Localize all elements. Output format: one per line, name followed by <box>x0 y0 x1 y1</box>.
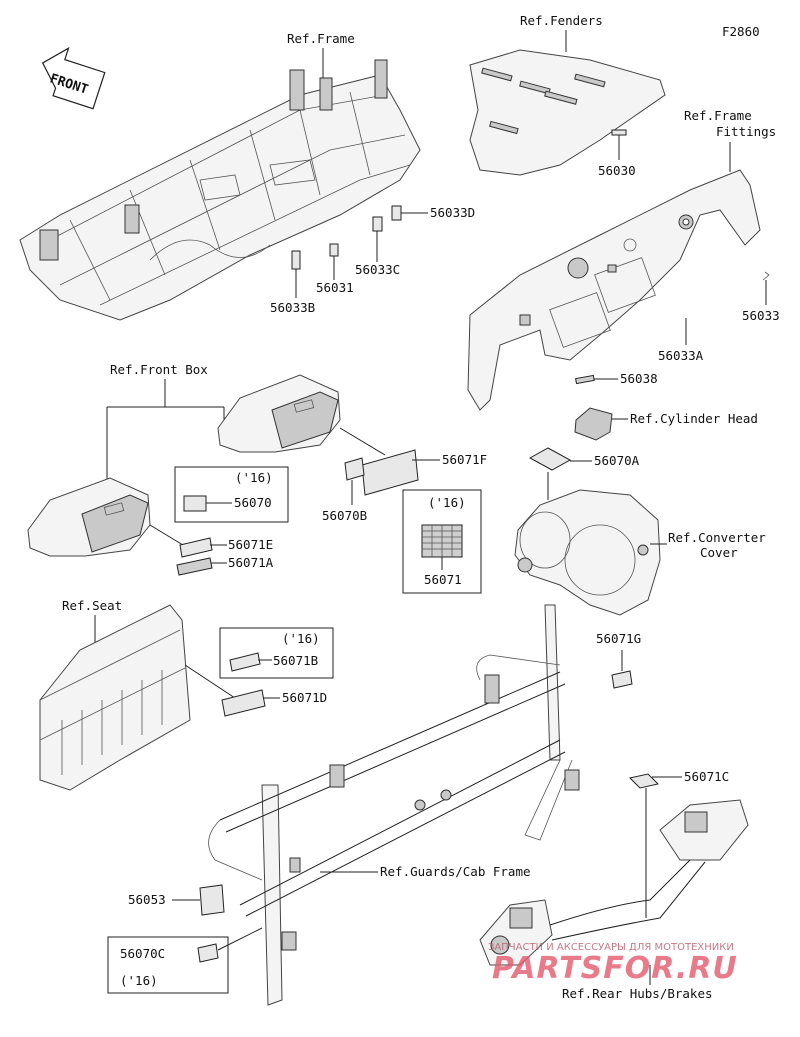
part-56071C: 56071C <box>684 769 729 784</box>
part-56053: 56053 <box>128 892 166 907</box>
decal-56053 <box>199 884 225 916</box>
part-56071E: 56071E <box>228 537 273 552</box>
decal-56070 <box>183 495 207 512</box>
year-note-56071B: ('16) <box>282 631 320 646</box>
converter-cover-illustration <box>514 489 661 616</box>
ref-rear-hubs-brakes-label: Ref.Rear Hubs/Brakes <box>562 986 713 1001</box>
decal-56071D <box>221 689 266 717</box>
frame-illustration <box>19 59 421 321</box>
cylinder-head-illustration <box>574 407 613 441</box>
ref-frame-fittings-label-1: Ref.Frame <box>684 108 752 123</box>
year-note-56070C: ('16) <box>120 973 158 988</box>
ref-frame-label: Ref.Frame <box>287 31 355 46</box>
front-arrow-icon: FRONT <box>41 46 106 110</box>
watermark-logo: PARTSFOR.RU <box>492 951 738 986</box>
part-56071G: 56071G <box>596 631 641 646</box>
ref-cylinder-head-label: Ref.Cylinder Head <box>630 411 758 426</box>
front-box-lower-illustration <box>27 477 151 557</box>
guards-cab-frame-illustration <box>208 604 580 1006</box>
decal-56033B <box>291 250 301 270</box>
part-56070: 56070 <box>234 495 272 510</box>
frame-fittings-illustration <box>467 169 761 411</box>
ref-frame-fittings-label-2: Fittings <box>716 124 776 139</box>
part-56070B: 56070B <box>322 508 367 523</box>
decal-56071C <box>629 773 659 789</box>
decal-56038 <box>575 374 595 385</box>
decal-56030 <box>611 129 627 136</box>
ref-fenders-label: Ref.Fenders <box>520 13 603 28</box>
part-56070C: 56070C <box>120 946 165 961</box>
rear-hubs-brakes-illustration <box>479 799 749 966</box>
year-box-56070 <box>174 466 289 523</box>
decal-56071G <box>611 670 633 689</box>
front-box-upper-illustration <box>217 374 341 453</box>
part-56070A: 56070A <box>594 453 640 468</box>
part-56071D: 56071D <box>282 690 327 705</box>
decal-56033C <box>372 216 383 232</box>
part-56033A: 56033A <box>658 348 704 363</box>
part-56033D: 56033D <box>430 205 475 220</box>
ref-converter-cover-label-2: Cover <box>700 545 738 560</box>
decal-56071F <box>361 449 419 496</box>
fenders-illustration <box>469 49 666 176</box>
watermark-text: ЗАПЧАСТИ И АКСЕССУАРЫ ДЛЯ МОТОТЕХНИКИ <box>488 942 734 953</box>
diagram-code: F2860 <box>722 24 760 39</box>
year-note-56071: ('16) <box>428 495 466 510</box>
decal-56071B <box>229 652 261 672</box>
part-56071B: 56071B <box>273 653 318 668</box>
decal-56031 <box>329 243 339 257</box>
part-56033: 56033 <box>742 308 780 323</box>
part-56033C: 56033C <box>355 262 400 277</box>
part-56030: 56030 <box>598 163 636 178</box>
part-56071F: 56071F <box>442 452 487 467</box>
decal-56071A <box>176 557 213 576</box>
watermark: ЗАПЧАСТИ И АКСЕССУАРЫ ДЛЯ МОТОТЕХНИКИ PA… <box>488 942 738 986</box>
decal-56070A <box>528 447 572 471</box>
seat-illustration <box>39 604 191 791</box>
part-56038: 56038 <box>620 371 658 386</box>
part-56031: 56031 <box>316 280 354 295</box>
decal-56071 <box>421 524 463 558</box>
ref-seat-label: Ref.Seat <box>62 598 122 613</box>
year-note-56070: ('16) <box>235 470 273 485</box>
decal-56071E <box>179 537 213 558</box>
part-56033B: 56033B <box>270 300 315 315</box>
decal-56070B <box>344 457 365 481</box>
ref-front-box-label: Ref.Front Box <box>110 362 208 377</box>
ref-guards-cab-frame-label: Ref.Guards/Cab Frame <box>380 864 531 879</box>
ref-converter-cover-label-1: Ref.Converter <box>668 530 766 545</box>
part-56071: 56071 <box>424 572 462 587</box>
part-56071A: 56071A <box>228 555 274 570</box>
decal-56070C <box>197 943 219 963</box>
decal-56033D <box>391 205 402 221</box>
